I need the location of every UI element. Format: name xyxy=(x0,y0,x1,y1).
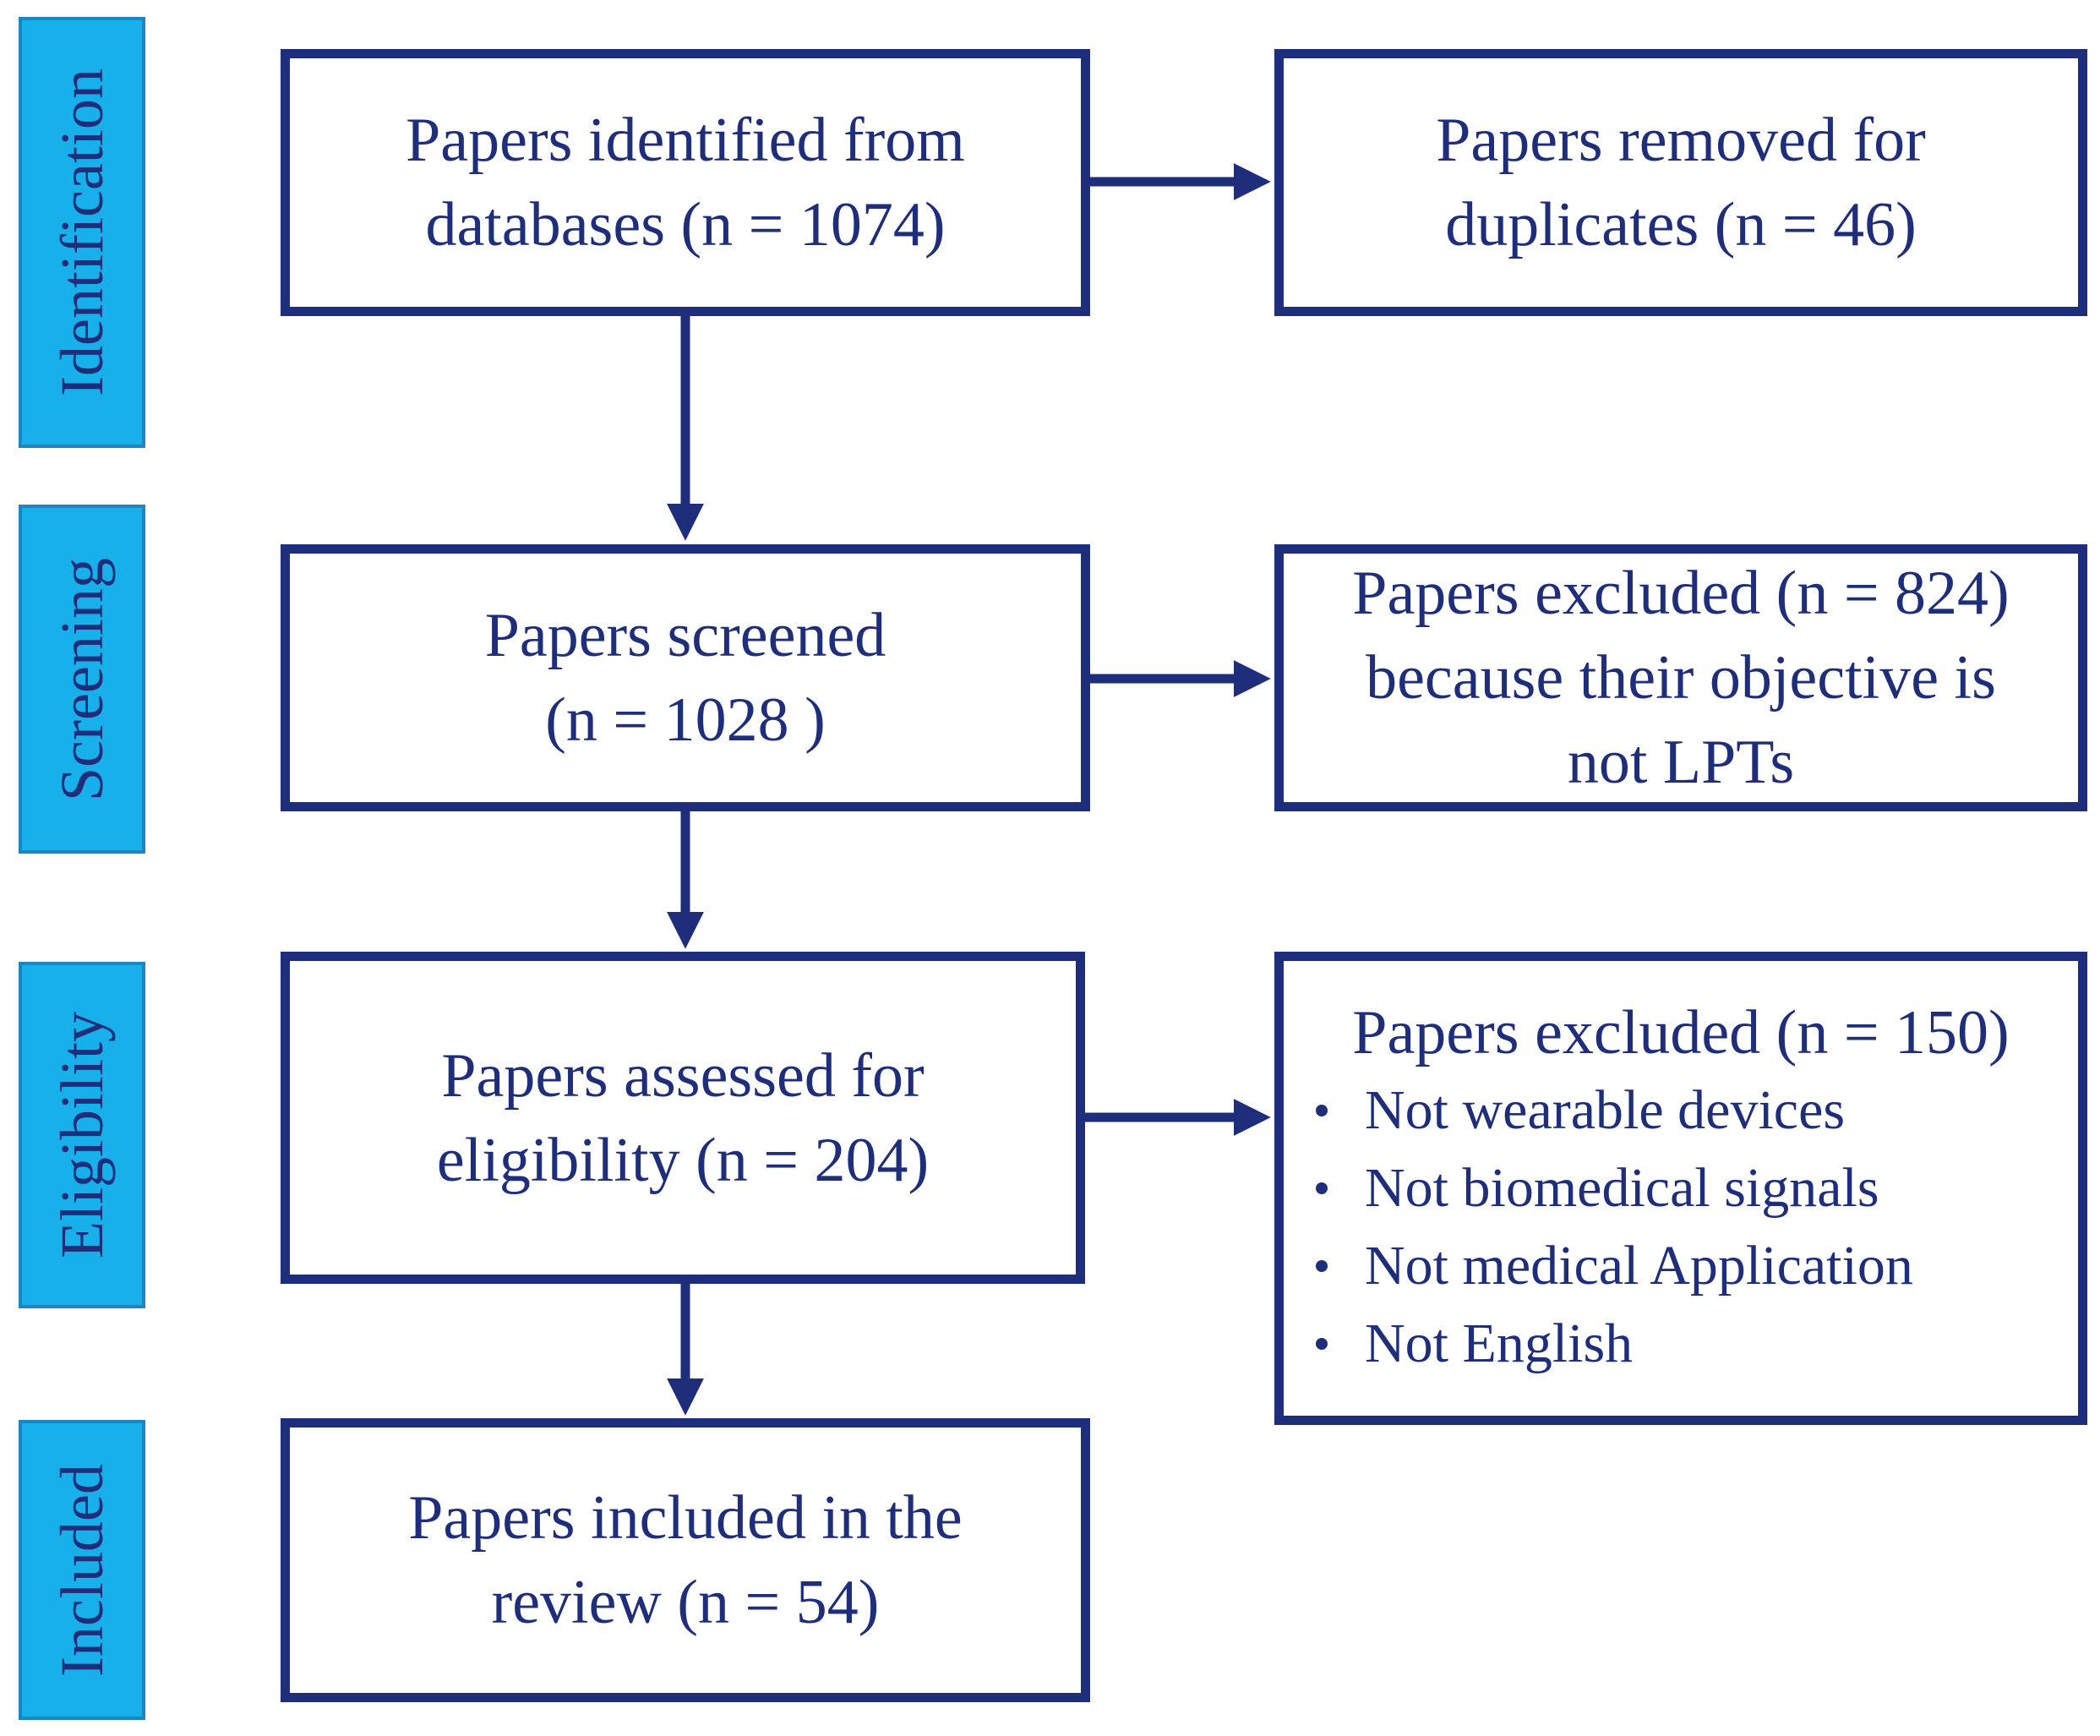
excluded-objective-box: Papers excluded (n = 824) because their … xyxy=(1274,544,2087,811)
stage-label-included: Included xyxy=(19,1420,145,1720)
exclusion-reasons-list: Not wearable devices Not biomedical sign… xyxy=(1316,1072,1913,1383)
stage-label-eligibility: Eligibility xyxy=(19,962,145,1308)
included-box: Papers included in the review (n = 54) xyxy=(281,1418,1090,1702)
excluded-eligibility-title: Papers excluded (n = 150) xyxy=(1352,998,2010,1067)
exclusion-reason-text: Not biomedical signals xyxy=(1365,1157,1879,1219)
assessed-eligibility-text: Papers assessed for eligibility (n = 204… xyxy=(436,1040,930,1195)
stage-label-screening: Screening xyxy=(19,505,145,854)
stage-label-included-text: Included xyxy=(48,1463,116,1677)
bullet-icon xyxy=(1316,1260,1328,1272)
bullet-icon xyxy=(1316,1338,1328,1350)
identified-text: Papers identified from databases (n = 10… xyxy=(406,106,965,259)
stage-label-identification-text: Identification xyxy=(48,68,116,396)
excluded-objective-text: Papers excluded (n = 824) because their … xyxy=(1352,559,2010,797)
bullet-icon xyxy=(1316,1105,1328,1116)
stage-label-screening-text: Screening xyxy=(48,557,116,801)
bullet-icon xyxy=(1316,1182,1328,1194)
exclusion-reason-item: Not medical Application xyxy=(1316,1227,1913,1305)
included-text: Papers included in the review (n = 54) xyxy=(408,1483,963,1637)
exclusion-reason-item: Not wearable devices xyxy=(1316,1072,1913,1149)
exclusion-reason-text: Not medical Application xyxy=(1365,1235,1913,1297)
screened-text: Papers screened (n = 1028 ) xyxy=(484,601,886,755)
exclusion-reason-text: Not wearable devices xyxy=(1365,1079,1846,1141)
identified-box: Papers identified from databases (n = 10… xyxy=(281,49,1090,316)
exclusion-reason-item: Not biomedical signals xyxy=(1316,1149,1913,1227)
stage-label-identification: Identification xyxy=(19,17,145,448)
screened-box: Papers screened (n = 1028 ) xyxy=(281,544,1090,811)
stage-label-eligibility-text: Eligibility xyxy=(48,1011,116,1259)
duplicates-removed-box: Papers removed for duplicates (n = 46) xyxy=(1274,49,2087,316)
exclusion-reason-item: Not English xyxy=(1316,1305,1913,1383)
assessed-eligibility-box: Papers assessed for eligibility (n = 204… xyxy=(281,952,1085,1284)
excluded-eligibility-box: Papers excluded (n = 150) Not wearable d… xyxy=(1274,952,2087,1425)
exclusion-reason-text: Not English xyxy=(1365,1313,1634,1374)
duplicates-removed-text: Papers removed for duplicates (n = 46) xyxy=(1436,106,1926,259)
